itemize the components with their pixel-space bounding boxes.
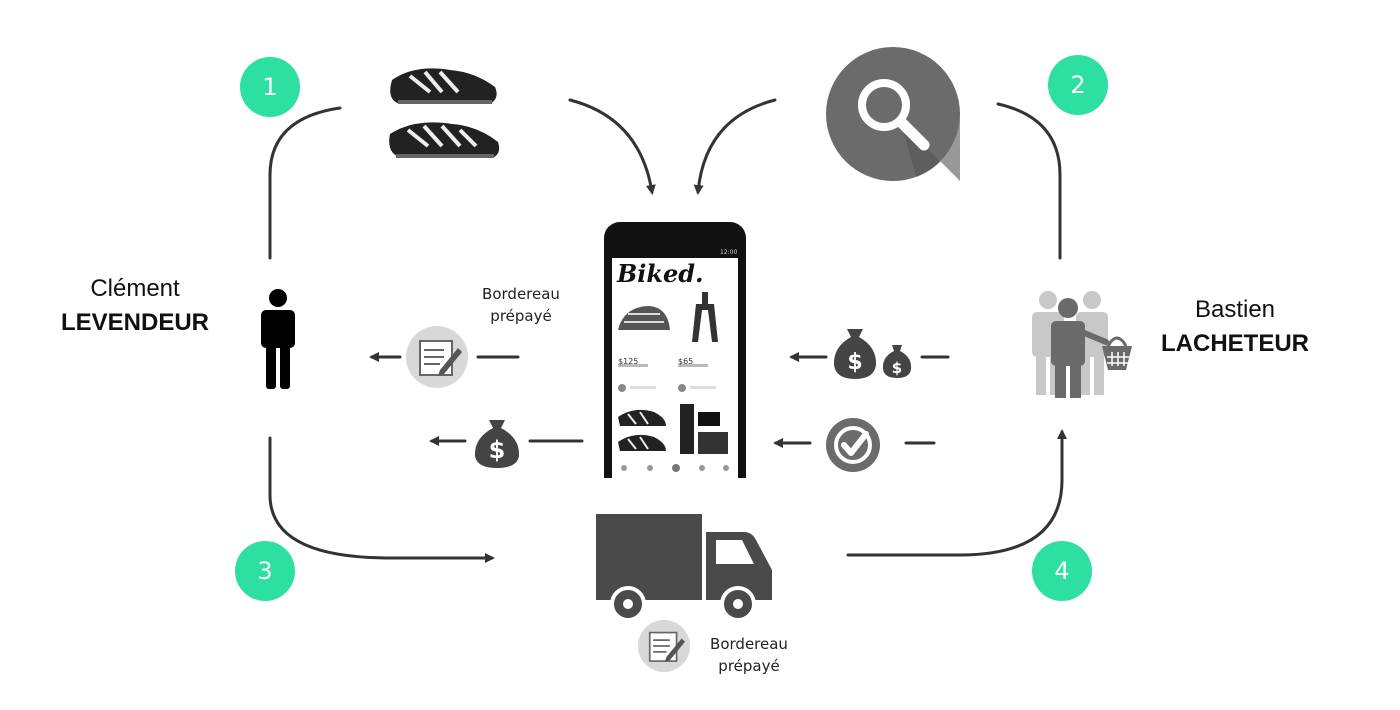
buyer-to-search-line <box>996 102 1062 260</box>
svg-text:$: $ <box>892 359 902 377</box>
buyer-group-icon <box>1032 291 1132 398</box>
step-1-badge: 1 <box>240 57 300 117</box>
status-bar <box>612 250 738 258</box>
shipping-label-icon <box>406 326 468 388</box>
svg-text:$: $ <box>847 350 862 375</box>
cycling-shoes-icon <box>389 68 500 158</box>
item-to-phone-arrow <box>568 98 656 195</box>
buyer-payment-icon: $ $ <box>833 329 912 379</box>
app-price-2: $65 <box>678 357 694 366</box>
app-logo: Biked. <box>617 259 704 288</box>
truck-prepaid-line1: Bordereau <box>710 635 788 653</box>
app-product-grid <box>618 292 729 472</box>
truck-shipping-label-icon <box>638 620 690 672</box>
prepaid-label-line2: prépayé <box>490 307 552 325</box>
buyer-name: Bastien LACHETEUR <box>1140 293 1330 361</box>
step-2-badge: 2 <box>1048 55 1108 115</box>
payment-to-seller-icon: $ <box>474 420 520 468</box>
svg-text:$: $ <box>489 436 506 464</box>
seller-name: Clément LEVENDEUR <box>40 272 230 340</box>
search-to-phone-arrow <box>693 98 777 195</box>
seller-last-name: LEVENDEUR <box>60 309 210 336</box>
step-3-badge: 3 <box>235 541 295 601</box>
app-price-1: $125 <box>618 357 639 366</box>
truck-prepaid-caption: Bordereau prépayé <box>694 633 804 677</box>
seller-first-name: Clément <box>90 275 180 302</box>
status-time: 12:00 <box>720 249 738 256</box>
truck-prepaid-line2: prépayé <box>718 657 780 675</box>
validation-check-icon <box>826 418 880 472</box>
step-4-badge: 4 <box>1032 541 1092 601</box>
buyer-first-name: Bastien <box>1194 296 1276 323</box>
seller-to-item-line <box>268 106 342 260</box>
buyer-last-name: LACHETEUR <box>1161 330 1309 357</box>
delivery-truck-icon <box>596 514 772 622</box>
truck-to-buyer-arrow <box>846 429 1067 557</box>
search-icon <box>826 47 961 181</box>
prepaid-label-caption: Bordereau prépayé <box>466 283 576 327</box>
prepaid-label-line1: Bordereau <box>482 285 560 303</box>
seller-person-icon <box>261 289 295 389</box>
seller-to-truck-arrow <box>268 436 495 563</box>
